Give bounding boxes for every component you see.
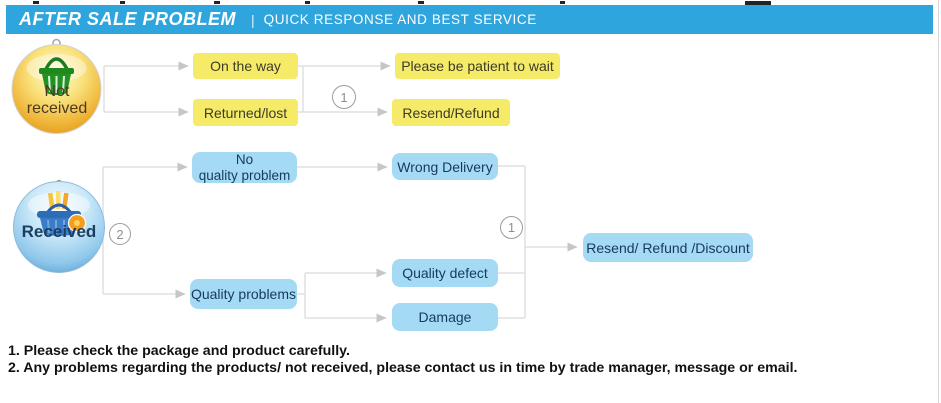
- cropped-text-artifact: [305, 1, 310, 4]
- flow-box-wrong-delivery: Wrong Delivery: [392, 153, 498, 180]
- flow-box-damage: Damage: [392, 303, 498, 331]
- step-marker-2: 2: [109, 223, 131, 245]
- cropped-text-artifact: [120, 1, 125, 4]
- section-subtitle: QUICK RESPONSE AND BEST SERVICE: [263, 12, 537, 27]
- cropped-text-artifact: [560, 1, 565, 4]
- received-label: Received: [21, 222, 97, 241]
- step-marker-1-right: 1: [500, 216, 523, 239]
- cropped-text-artifact: [33, 1, 39, 4]
- flow-box-resend-refund: Resend/Refund: [392, 99, 510, 126]
- flow-box-returned-lost: Returned/lost: [193, 99, 298, 126]
- step-marker-1-top: 1: [332, 85, 356, 109]
- section-header-banner: AFTER SALE PROBLEM | QUICK RESPONSE AND …: [6, 5, 933, 34]
- flow-box-quality-problems: Quality problems: [190, 279, 297, 309]
- not-received-label: Not received: [26, 83, 88, 117]
- flow-box-please-wait: Please be patient to wait: [395, 53, 560, 79]
- footnote-2: 2. Any problems regarding the products/ …: [8, 360, 798, 376]
- cropped-text-artifact: [418, 1, 424, 4]
- flow-box-resend-refund-discount: Resend/ Refund /Discount: [583, 233, 753, 262]
- flow-box-quality-defect: Quality defect: [392, 259, 498, 287]
- not-received-basket-icon: [11, 38, 102, 134]
- title-separator: |: [251, 11, 255, 28]
- flow-box-no-quality-problem: No quality problem: [192, 152, 297, 183]
- page-edge-line: [938, 0, 939, 403]
- cropped-text-artifact: [214, 1, 220, 4]
- received-basket-icon: [13, 179, 105, 273]
- section-title: AFTER SALE PROBLEM: [19, 9, 237, 29]
- cropped-text-artifact: [745, 1, 771, 5]
- footnote-1: 1. Please check the package and product …: [8, 343, 350, 359]
- flow-box-on-the-way: On the way: [193, 53, 298, 79]
